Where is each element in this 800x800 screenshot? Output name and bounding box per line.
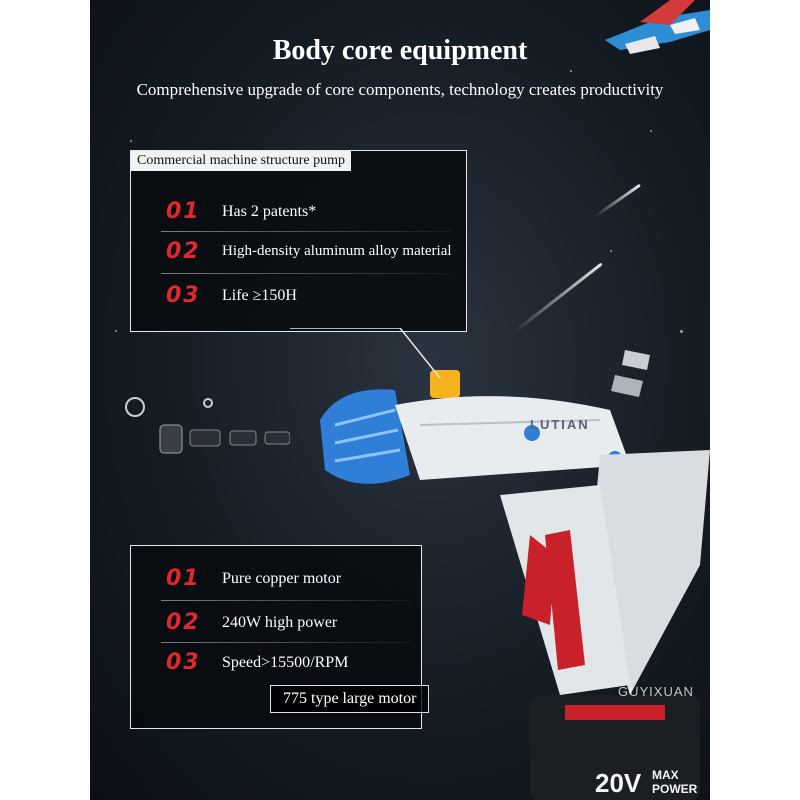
watermark: GUYIXUAN (618, 684, 694, 699)
battery-voltage-label: 20V (595, 768, 642, 798)
floating-chip-illustration (611, 350, 650, 397)
pump-feature-panel: Commercial machine structure pump 01 Has… (130, 150, 467, 332)
battery-power-label: POWER (652, 782, 698, 796)
poster-background: LUTIAN 20V MAX POWER Body core equipment… (90, 0, 710, 800)
pump-feature-item: 02 High-density aluminum alloy material (166, 239, 452, 264)
item-text: Pure copper motor (222, 569, 342, 587)
item-number: 01 (166, 566, 201, 591)
divider (161, 642, 411, 643)
meteor (514, 262, 603, 333)
motor-feature-item: 03 Speed>15500/RPM (166, 650, 348, 675)
divider (161, 273, 451, 274)
meteor (594, 183, 641, 218)
motor-type-tag: 775 type large motor (270, 685, 430, 713)
spaceship-illustration (605, 0, 710, 54)
star (570, 70, 572, 72)
item-text: High-density aluminum alloy material (222, 243, 452, 259)
item-number: 03 (166, 650, 201, 675)
motor-feature-item: 01 Pure copper motor (166, 566, 341, 591)
pump-panel-callout-line (290, 328, 441, 379)
star (610, 250, 612, 252)
pump-panel-heading: Commercial machine structure pump (131, 151, 351, 171)
item-number: 02 (166, 239, 201, 264)
page-subtitle: Comprehensive upgrade of core components… (136, 80, 664, 99)
star (680, 330, 683, 333)
battery-max-label: MAX (652, 768, 679, 782)
item-text: Speed>15500/RPM (222, 653, 349, 671)
pump-feature-item: 03 Life ≥150H (166, 283, 297, 308)
motor-feature-item: 02 240W high power (166, 610, 337, 635)
item-text: Has 2 patents* (222, 202, 317, 220)
pressure-washer-illustration (320, 370, 710, 800)
brand-logo-text: LUTIAN (530, 417, 590, 432)
item-number: 03 (166, 283, 201, 308)
star (130, 140, 132, 142)
item-text: Life ≥150H (222, 286, 297, 304)
pump-feature-item: 01 Has 2 patents* (166, 199, 316, 224)
floating-parts-illustration (125, 397, 290, 454)
item-text: 240W high power (222, 613, 338, 631)
item-number: 01 (166, 199, 201, 224)
star (115, 330, 117, 332)
item-number: 02 (166, 610, 201, 635)
page-title: Body core equipment (272, 35, 528, 66)
divider (161, 231, 451, 232)
divider (161, 600, 411, 601)
star (650, 130, 652, 132)
